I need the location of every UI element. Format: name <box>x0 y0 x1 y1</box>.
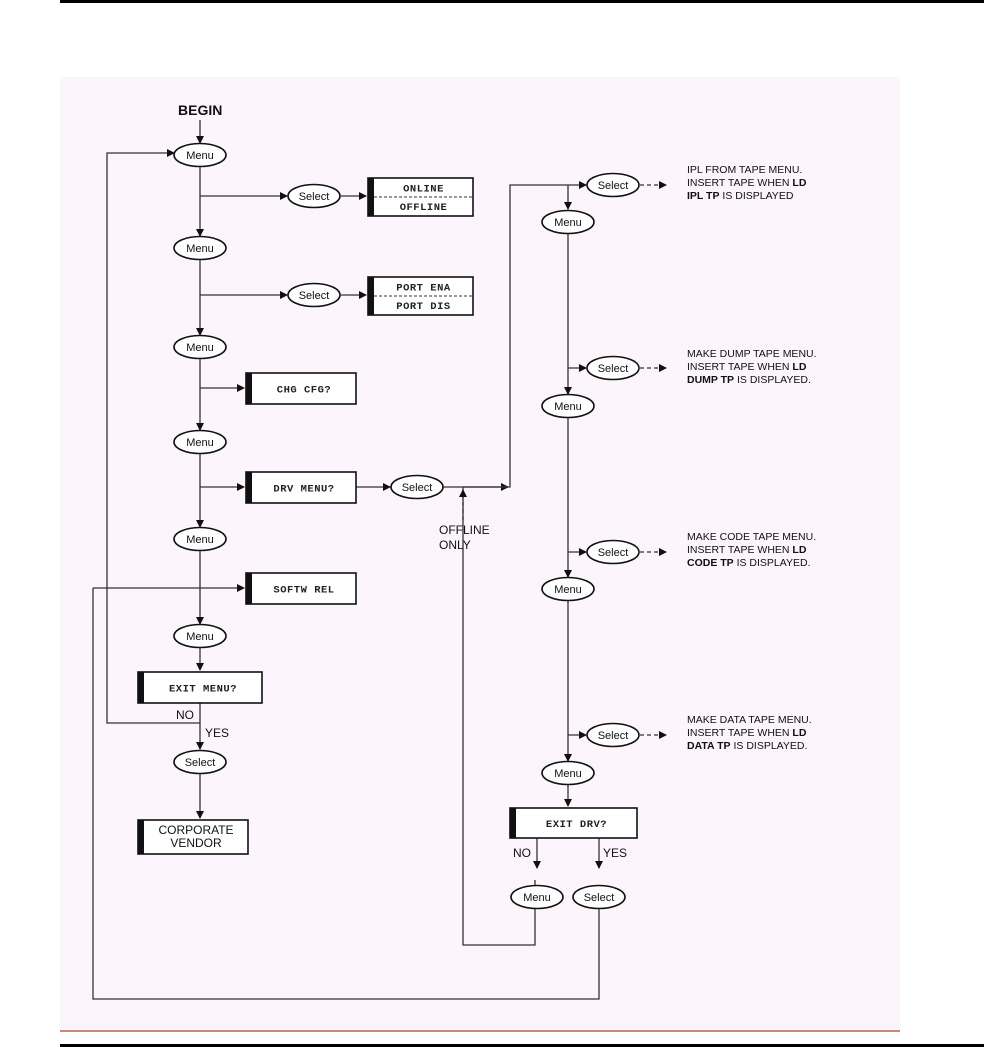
svg-text:MAKE DATA TAPE MENU.: MAKE DATA TAPE MENU. <box>687 714 812 726</box>
display-bar-icon <box>368 277 374 315</box>
right-menu-node-4-label: Menu <box>554 768 582 780</box>
select-data-node-label: Select <box>598 730 629 742</box>
bottom-rule <box>60 1044 984 1047</box>
select-port-node: Select <box>287 282 341 308</box>
menu-node-4-label: Menu <box>186 437 214 449</box>
menu-node-2-label: Menu <box>186 243 214 255</box>
online-offline-display: ONLINE OFFLINE <box>367 177 474 217</box>
select-data-node: Select <box>586 722 640 748</box>
exit-drv-display-text: EXIT DRV? <box>546 819 607 831</box>
select-drv-node-label: Select <box>402 482 433 494</box>
corporate-vendor-display-text-2: VENDOR <box>170 836 222 850</box>
menu-node-5: Menu <box>173 526 227 552</box>
note-ipl: IPL FROM TAPE MENU.INSERT TAPE WHEN LDIP… <box>687 164 807 202</box>
dashed-connectors <box>459 181 667 739</box>
svg-text:DATA TP IS DISPLAYED.: DATA TP IS DISPLAYED. <box>687 740 807 752</box>
right-menu-node-3-label: Menu <box>554 584 582 596</box>
select-code-node-label: Select <box>598 547 629 559</box>
port-display-text-1: PORT ENA <box>396 283 451 295</box>
svg-text:MAKE CODE TAPE MENU.: MAKE CODE TAPE MENU. <box>687 531 816 543</box>
right-menu-node-1-label: Menu <box>554 217 582 229</box>
right-menu-node-3: Menu <box>541 576 595 602</box>
select-exit-node-label: Select <box>185 757 216 769</box>
select-code-node: Select <box>586 539 640 565</box>
menu-node-6: Menu <box>173 623 227 649</box>
menu-node-1: Menu <box>173 142 227 168</box>
menu-node-6-label: Menu <box>186 631 214 643</box>
chg-cfg-display: CHG CFG? <box>245 372 357 405</box>
display-bar-icon <box>510 808 516 838</box>
softw-rel-display-text: SOFTW REL <box>273 585 334 597</box>
svg-text:IPL TP IS DISPLAYED: IPL TP IS DISPLAYED <box>687 190 794 202</box>
display-bar-icon <box>138 820 144 854</box>
display-bar-icon <box>246 373 252 404</box>
select-online-node: Select <box>287 183 341 209</box>
display-bar-icon <box>246 573 252 604</box>
right-menu-node-5-label: Menu <box>523 892 551 904</box>
note-code: MAKE CODE TAPE MENU.INSERT TAPE WHEN LDC… <box>687 531 816 569</box>
begin-label: BEGIN <box>178 102 222 118</box>
menu-node-4: Menu <box>173 429 227 455</box>
svg-text:INSERT TAPE WHEN LD: INSERT TAPE WHEN LD <box>687 177 807 189</box>
select-port-node-label: Select <box>299 290 330 302</box>
exit-drv-yes-label: YES <box>603 846 627 860</box>
select-exit-drv-node-label: Select <box>584 892 615 904</box>
select-dump-node-label: Select <box>598 363 629 375</box>
menu-node-1-label: Menu <box>186 150 214 162</box>
svg-text:IPL FROM TAPE MENU.: IPL FROM TAPE MENU. <box>687 164 802 176</box>
select-dump-node: Select <box>586 355 640 381</box>
connectors <box>92 120 603 1000</box>
exit-menu-display-text: EXIT MENU? <box>169 684 237 696</box>
exit-menu-yes-label: YES <box>205 726 229 740</box>
offline-only-label-1: OFFLINE <box>439 523 490 537</box>
note-data: MAKE DATA TAPE MENU.INSERT TAPE WHEN LDD… <box>687 714 812 752</box>
right-menu-node-2: Menu <box>541 393 595 419</box>
exit-drv-display: EXIT DRV? <box>509 807 638 839</box>
display-bar-icon <box>138 672 144 703</box>
svg-text:DUMP TP IS DISPLAYED.: DUMP TP IS DISPLAYED. <box>687 374 811 386</box>
online-offline-display-text-2: OFFLINE <box>400 202 448 214</box>
corporate-vendor-display-text-1: CORPORATE <box>158 823 233 837</box>
select-drv-node: Select <box>390 474 444 500</box>
menu-node-5-label: Menu <box>186 534 214 546</box>
select-ipl-node-label: Select <box>598 180 629 192</box>
note-dump: MAKE DUMP TAPE MENU.INSERT TAPE WHEN LDD… <box>687 348 817 386</box>
right-menu-node-2-label: Menu <box>554 401 582 413</box>
menu-node-2: Menu <box>173 235 227 261</box>
svg-text:INSERT TAPE WHEN LD: INSERT TAPE WHEN LD <box>687 727 807 739</box>
top-rule <box>60 0 984 3</box>
drv-menu-display: DRV MENU? <box>245 471 357 504</box>
port-display: PORT ENA PORT DIS <box>367 276 474 316</box>
select-exit-node: Select <box>173 749 227 775</box>
softw-rel-display: SOFTW REL <box>245 572 357 605</box>
select-ipl-node: Select <box>586 172 640 198</box>
offline-only-label-2: ONLY <box>439 538 471 552</box>
drv-menu-display-text: DRV MENU? <box>273 484 334 496</box>
display-bar-icon <box>246 472 252 503</box>
select-exit-drv-node: Select <box>572 884 626 910</box>
right-menu-node-1: Menu <box>541 209 595 235</box>
menu-node-3: Menu <box>173 334 227 360</box>
svg-text:INSERT TAPE WHEN LD: INSERT TAPE WHEN LD <box>687 361 807 373</box>
chg-cfg-display-text: CHG CFG? <box>277 385 331 397</box>
menu-node-3-label: Menu <box>186 342 214 354</box>
exit-menu-display: EXIT MENU? <box>137 671 263 704</box>
display-bar-icon <box>368 178 374 216</box>
right-menu-node-5: Menu <box>510 884 564 910</box>
right-menu-node-4: Menu <box>541 760 595 786</box>
online-offline-display-text-1: ONLINE <box>403 184 444 196</box>
svg-text:INSERT TAPE WHEN LD: INSERT TAPE WHEN LD <box>687 544 807 556</box>
svg-text:MAKE DUMP TAPE MENU.: MAKE DUMP TAPE MENU. <box>687 348 817 360</box>
select-online-node-label: Select <box>299 191 330 203</box>
bottom-accent-rule <box>60 1030 900 1032</box>
exit-drv-no-label: NO <box>513 846 531 860</box>
svg-text:CODE TP IS DISPLAYED.: CODE TP IS DISPLAYED. <box>687 557 811 569</box>
exit-menu-no-label: NO <box>176 708 194 722</box>
port-display-text-2: PORT DIS <box>396 301 450 313</box>
